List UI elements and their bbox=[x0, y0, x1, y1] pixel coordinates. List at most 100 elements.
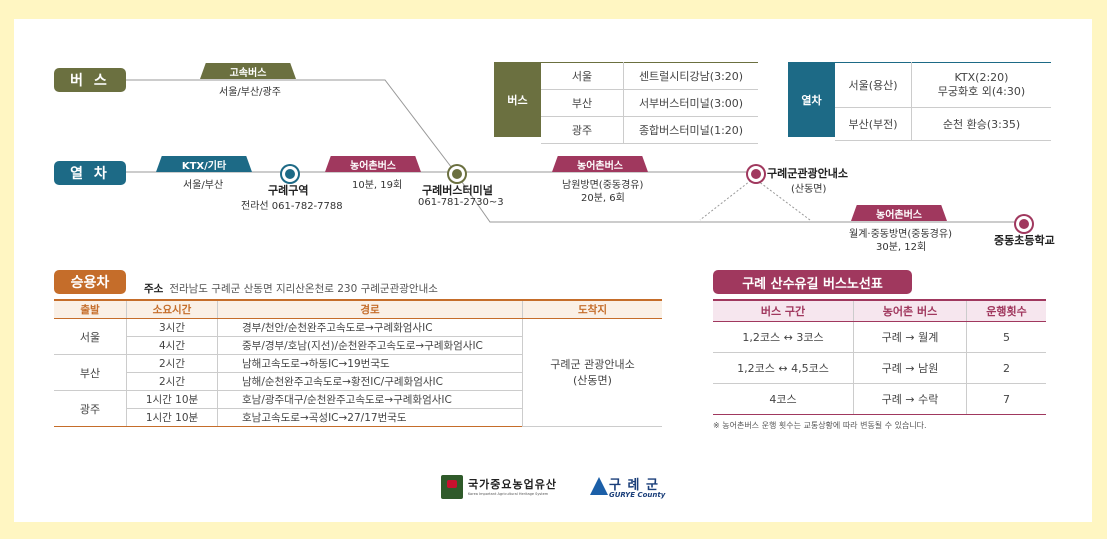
route: 호남/광주대구/순천완주고속도로→구례화엄사IC bbox=[217, 390, 523, 409]
route: 경부/천안/순천완주고속도로→구례화엄사IC bbox=[217, 318, 523, 337]
train-time-2: 무궁화호 외(4:30) bbox=[937, 85, 1026, 98]
count: 2 bbox=[966, 352, 1046, 384]
gurye-station-node bbox=[282, 166, 298, 182]
duration: 3시간 bbox=[126, 318, 218, 337]
from-city: 광주 bbox=[54, 390, 127, 427]
table-row: 부산(부전)순천 환승(3:35) bbox=[835, 107, 1051, 141]
count: 5 bbox=[966, 321, 1046, 353]
gurye-name: 구 례 군 bbox=[609, 478, 659, 493]
gurye-sub: GURYE County bbox=[609, 491, 666, 499]
rural-bus-freq-3: 30분, 12회 bbox=[876, 242, 927, 253]
table-header: 출발 소요시간 경로 도착지 bbox=[54, 300, 662, 319]
gurye-station-name: 구례구역 bbox=[268, 184, 309, 197]
bus-mode-label: 버 스 bbox=[54, 68, 126, 92]
heritage-emblem-icon bbox=[441, 475, 463, 499]
bus: 구례 → 월계 bbox=[853, 321, 967, 353]
city: 부산(부전) bbox=[835, 107, 912, 141]
address-label: 주소 bbox=[144, 283, 164, 295]
section: 4코스 bbox=[713, 383, 854, 415]
heritage-logo: 국가중요농업유산 Korea Important Agricultural He… bbox=[441, 473, 581, 503]
heritage-sub: Korea Important Agricultural Heritage Sy… bbox=[468, 492, 549, 496]
col-section: 버스 구간 bbox=[713, 300, 854, 322]
rural-bus-tag-2: 농어촌버스 bbox=[552, 156, 648, 172]
table-header: 버스 구간 농어촌 버스 운행횟수 bbox=[713, 300, 1046, 322]
bus-terminal-name: 구례버스터미널 bbox=[422, 184, 493, 197]
gurye-logo: 구 례 군 GURYE County bbox=[590, 474, 670, 502]
table-row: 4코스 구례 → 수락 7 bbox=[713, 383, 1046, 415]
from-city: 서울 bbox=[54, 318, 127, 355]
terminal: 센트럴시티강남(3:20) bbox=[623, 62, 758, 90]
route: 남해/순천완주고속도로→황전IC/구례화엄사IC bbox=[217, 372, 523, 391]
col-count: 운행횟수 bbox=[966, 300, 1046, 322]
terminal: 서부버스터미널(3:00) bbox=[623, 89, 758, 117]
car-address: 주소 전라남도 구례군 산동면 지리산온천로 230 구례군관광안내소 bbox=[144, 281, 438, 296]
duration: 1시간 10분 bbox=[126, 408, 218, 427]
school-name: 중동초등학교 bbox=[994, 234, 1055, 247]
count: 7 bbox=[966, 383, 1046, 415]
city: 부산 bbox=[541, 89, 624, 117]
bus: 구례 → 남원 bbox=[853, 352, 967, 384]
rural-bus-freq-2: 20분, 6회 bbox=[581, 193, 625, 204]
car-title-text: 승용차 bbox=[70, 275, 110, 291]
table-row: 2시간 남해/순천완주고속도로→황전IC/구례화엄사IC bbox=[54, 372, 662, 391]
car-title: 승용차 bbox=[54, 270, 126, 294]
train-mode-label: 열 차 bbox=[54, 161, 126, 185]
train-time-rows: 서울(용산)KTX(2:20)무궁화호 외(4:30) 부산(부전)순천 환승(… bbox=[835, 62, 1051, 141]
ktx-tag: KTX/기타 bbox=[156, 156, 252, 172]
duration: 2시간 bbox=[126, 354, 218, 373]
col-route: 경로 bbox=[217, 300, 523, 319]
rural-bus-dir-2: 남원방면(중동경유) bbox=[562, 180, 644, 191]
express-bus-cities: 서울/부산/광주 bbox=[219, 87, 281, 98]
table-row: 서울(용산)KTX(2:20)무궁화호 외(4:30) bbox=[835, 62, 1051, 108]
bus-terminal-tel: 061-781-2730~3 bbox=[418, 197, 504, 208]
bus-table-label: 버스 bbox=[494, 62, 541, 137]
section: 1,2코스 ↔ 4,5코스 bbox=[713, 352, 854, 384]
train-table-label: 열차 bbox=[788, 62, 835, 137]
train-time-1: KTX(2:20) bbox=[954, 71, 1009, 84]
route: 중부/경부/호남(지선)/순천완주고속도로→구례화엄사IC bbox=[217, 336, 523, 355]
table-row: 광주 1시간 10분 호남/광주대구/순천완주고속도로→구례화엄사IC bbox=[54, 390, 662, 427]
rural-bus-tag-1: 농어촌버스 bbox=[325, 156, 421, 172]
col-from: 출발 bbox=[54, 300, 127, 319]
section: 1,2코스 ↔ 3코스 bbox=[713, 321, 854, 353]
tourist-center-name: 구례군관광안내소 bbox=[767, 167, 848, 180]
bus-table-label-text: 버스 bbox=[507, 93, 528, 107]
gurye-station-tel: 전라선 061-782-7788 bbox=[241, 201, 343, 212]
rural-bus-dir-3: 월계·중동방면(중동경유) bbox=[849, 229, 952, 240]
table-row: 1시간 10분 호남고속도로→곡성IC→27/17번국도 bbox=[54, 408, 662, 427]
table-row: 부산 2시간 남해고속도로→하동IC→19번국도 bbox=[54, 354, 662, 391]
bus: 구례 → 수락 bbox=[853, 383, 967, 415]
shuttle-table: 버스 구간 농어촌 버스 운행횟수 1,2코스 ↔ 3코스 구례 → 월계 5 … bbox=[713, 299, 1046, 415]
city: 서울 bbox=[541, 62, 624, 90]
route: 호남고속도로→곡성IC→27/17번국도 bbox=[217, 408, 523, 427]
gurye-emblem-icon bbox=[590, 477, 608, 495]
train-time: 순천 환승(3:35) bbox=[911, 107, 1051, 141]
col-destination: 도착지 bbox=[522, 300, 662, 319]
destination-name: 구례군 관광안내소 bbox=[550, 357, 635, 371]
train-time-table: 열차 서울(용산)KTX(2:20)무궁화호 외(4:30) 부산(부전)순천 … bbox=[788, 62, 1051, 141]
heritage-name: 국가중요농업유산 bbox=[468, 478, 557, 491]
rural-bus-freq-1: 10분, 19회 bbox=[352, 180, 403, 191]
express-bus-tag: 고속버스 bbox=[200, 63, 296, 79]
route: 남해고속도로→하동IC→19번국도 bbox=[217, 354, 523, 373]
col-bus: 농어촌 버스 bbox=[853, 300, 967, 322]
train-times: KTX(2:20)무궁화호 외(4:30) bbox=[911, 62, 1051, 108]
tourist-center-node bbox=[748, 166, 764, 182]
bus-terminal-node bbox=[449, 166, 465, 182]
shuttle-note: ※ 농어촌버스 운행 횟수는 교통상황에 따라 변동될 수 있습니다. bbox=[713, 421, 927, 430]
car-route-table: 출발 소요시간 경로 도착지 서울 3시간 경부/천안/순천완주고속도로→구례화… bbox=[54, 299, 662, 427]
table-row: 4시간 중부/경부/호남(지선)/순천완주고속도로→구례화엄사IC bbox=[54, 336, 662, 355]
terminal: 종합버스터미널(1:20) bbox=[623, 116, 758, 144]
tourist-center-area: (산동면) bbox=[791, 184, 827, 195]
table-row: 1,2코스 ↔ 4,5코스 구례 → 남원 2 bbox=[713, 352, 1046, 384]
rural-bus-tag-3: 농어촌버스 bbox=[851, 205, 947, 221]
city: 광주 bbox=[541, 116, 624, 144]
city: 서울(용산) bbox=[835, 62, 912, 108]
duration: 2시간 bbox=[126, 372, 218, 391]
address-text: 전라남도 구례군 산동면 지리산온천로 230 구례군관광안내소 bbox=[169, 283, 438, 295]
